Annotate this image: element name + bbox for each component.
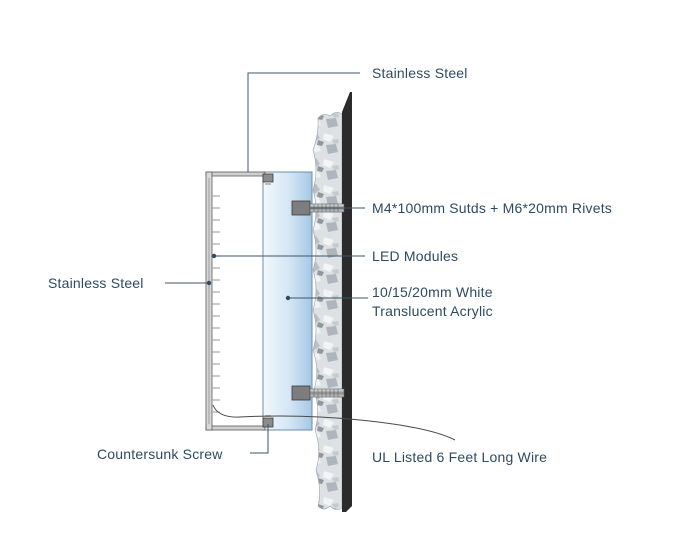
label-stainless-steel-left: Stainless Steel (48, 275, 144, 291)
label-acrylic-line1: 10/15/20mm White (372, 284, 493, 300)
label-led-modules: LED Modules (372, 248, 458, 264)
leader-stainless-steel-left-dot (206, 280, 212, 286)
power-wire (212, 404, 456, 441)
label-studs-rivets: M4*100mm Sutds + M6*20mm Rivets (372, 200, 612, 216)
label-stainless-steel-top: Stainless Steel (372, 65, 468, 81)
leader-countersunk-screw (250, 424, 269, 454)
wall-backing (342, 92, 352, 512)
leader-lines (165, 72, 368, 454)
label-countersunk-screw: Countersunk Screw (97, 446, 223, 462)
leader-stainless-steel-top (247, 72, 360, 172)
label-wire: UL Listed 6 Feet Long Wire (372, 449, 547, 465)
leader-acrylic-dot (285, 295, 291, 301)
wall (312, 92, 352, 512)
label-acrylic-line2: Translucent Acrylic (372, 303, 493, 319)
led-modules (212, 195, 220, 413)
countersunk-screw-top (262, 173, 274, 185)
stud-rivet-lower (291, 385, 345, 401)
stainless-steel-frame (205, 171, 266, 431)
stone-layer (312, 112, 343, 510)
leader-led-modules-dot (211, 253, 217, 259)
